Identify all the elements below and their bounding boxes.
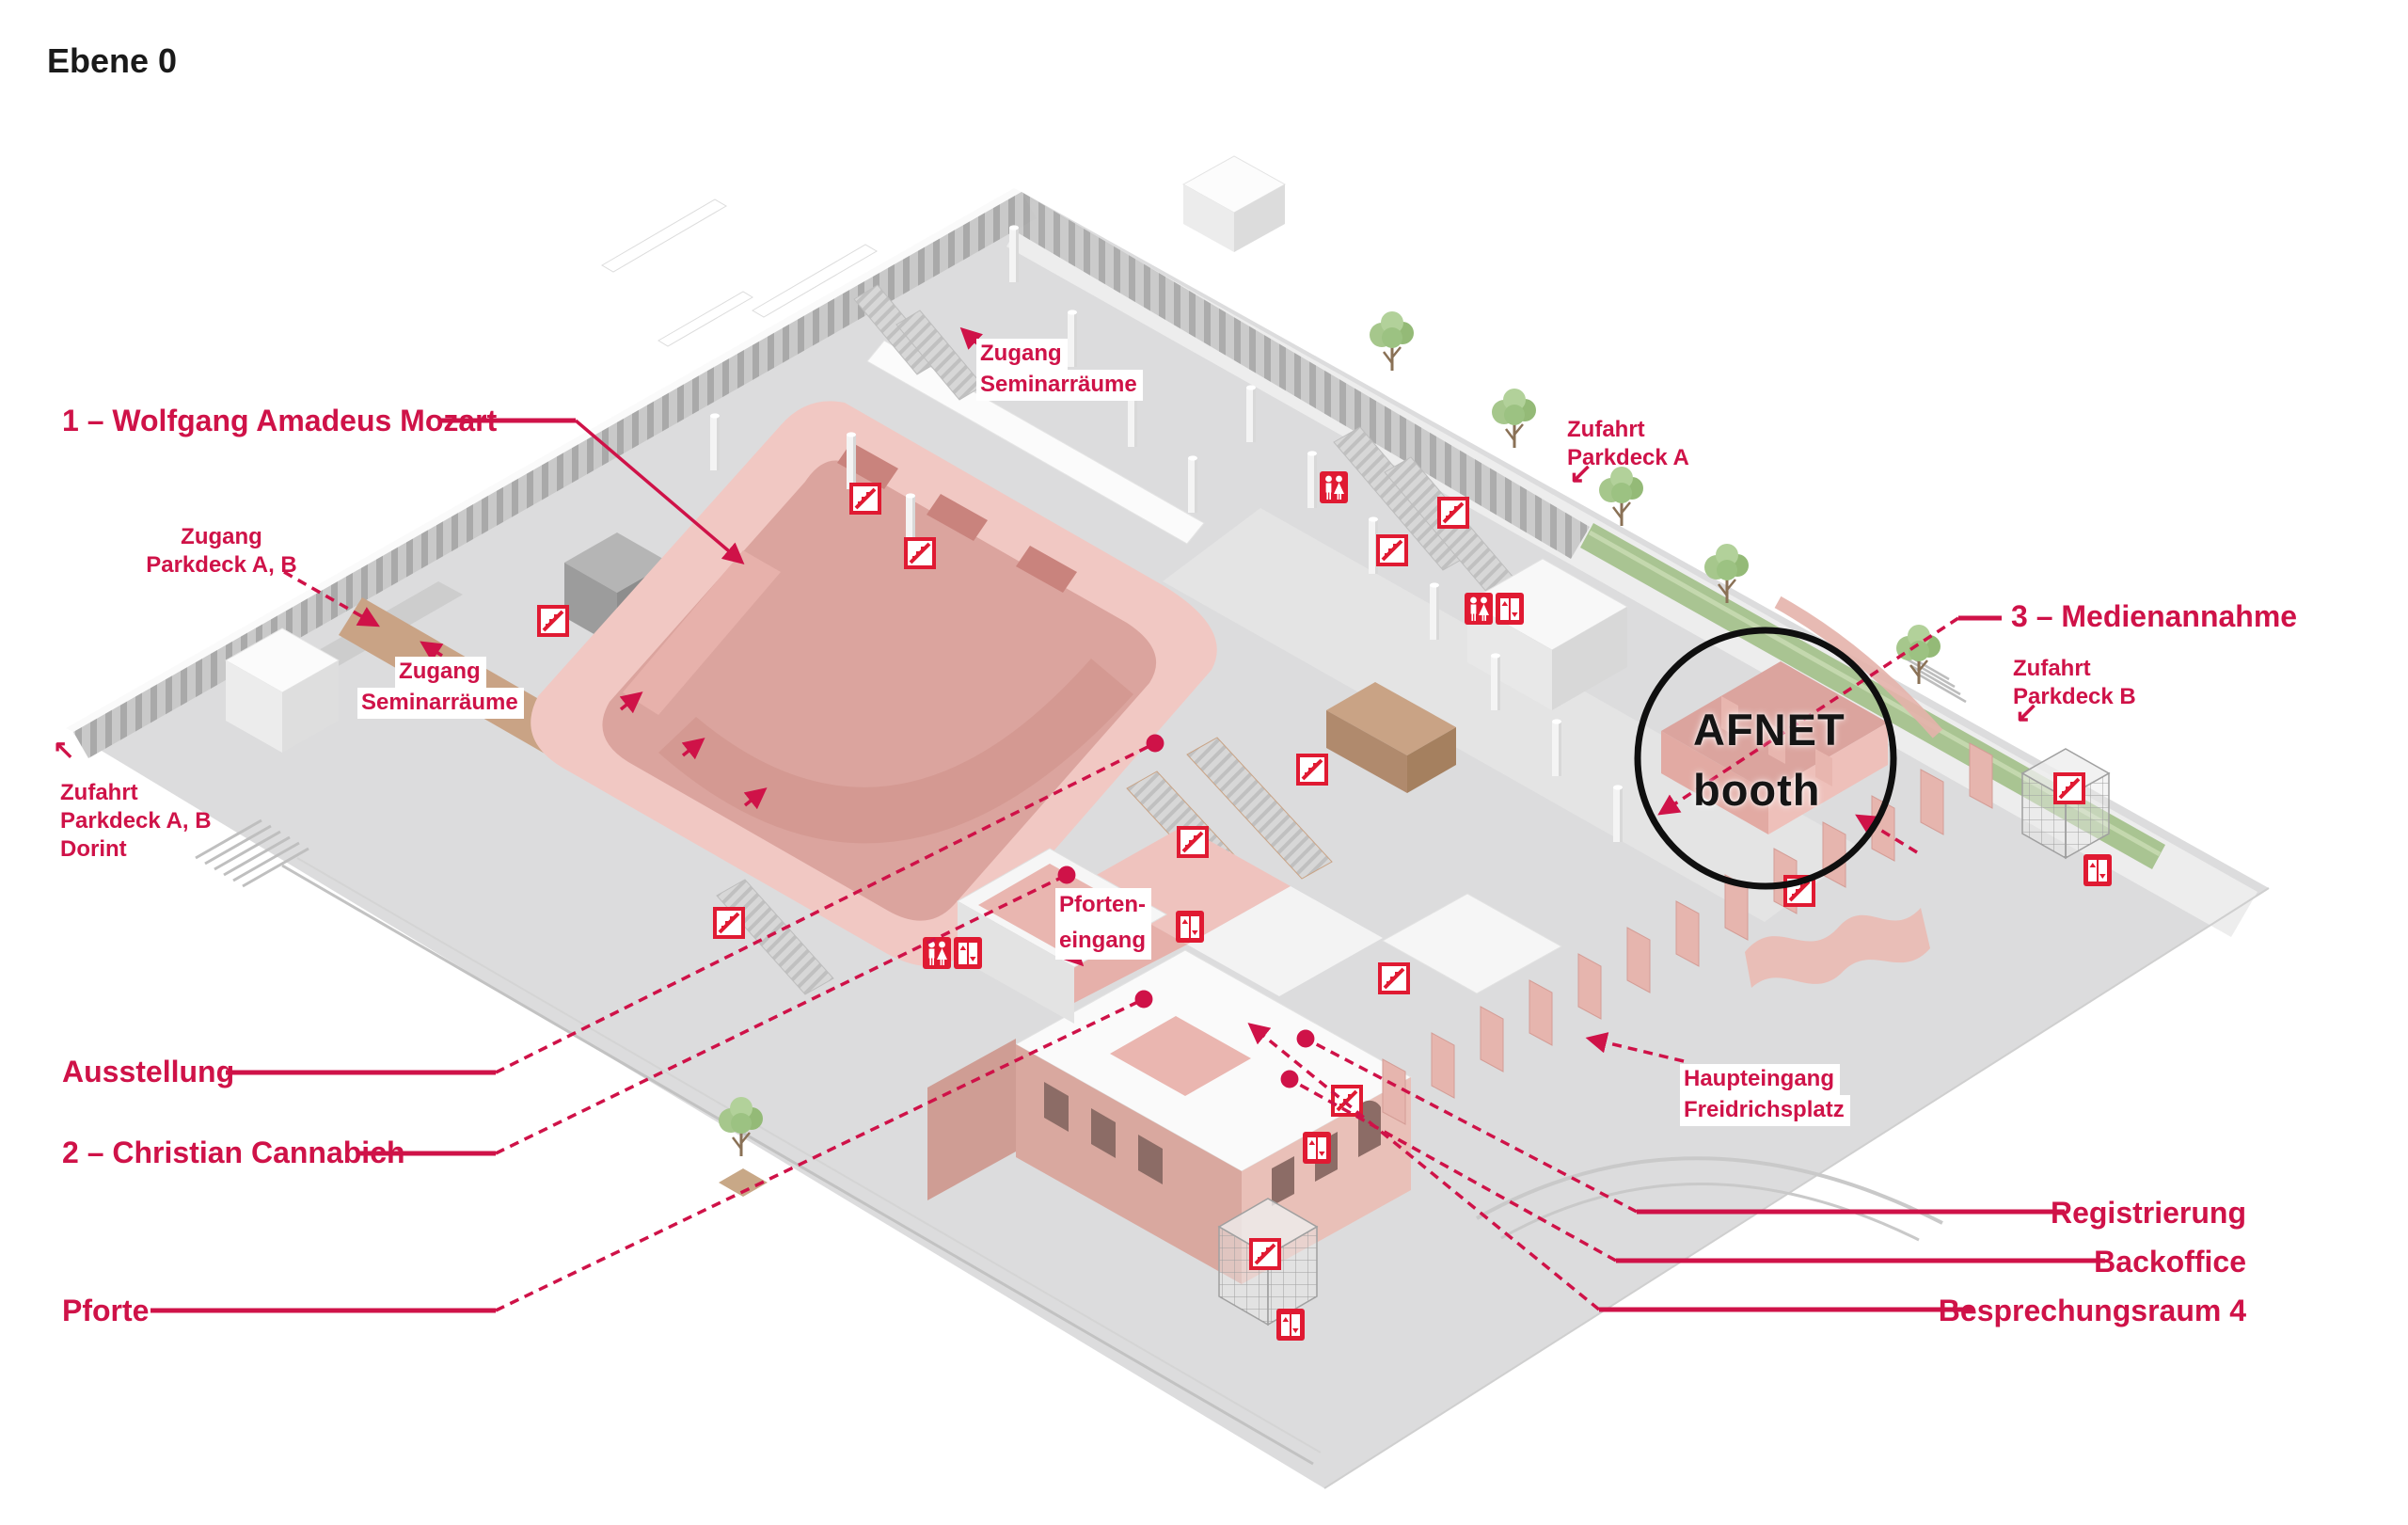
tree [1597, 466, 1645, 528]
trees [717, 310, 1942, 1197]
escalators [716, 284, 1521, 995]
label-zufahrt-parkdeck-a: Zufahrt Parkdeck A [1567, 417, 1689, 470]
afnet-annotation-circle [1634, 627, 1897, 890]
page-title: Ebene 0 [47, 41, 178, 80]
tree [1368, 310, 1416, 373]
direction-arrows [619, 691, 768, 810]
leader-ausstellung [226, 734, 1164, 1075]
label-hall-medienannahme: 3 – Medienannahme [2011, 599, 2298, 633]
leader-besprechungsraum4 [1247, 1023, 1973, 1312]
leader-zugang-seminarraeume-left [420, 641, 444, 662]
label-pforte: Pforte [62, 1294, 150, 1327]
label-haupteingang: Haupteingang Freidrichsplatz [1680, 1064, 1850, 1126]
label-pforteneingang: Pforten- eingang [1055, 888, 1152, 960]
stage-block [1326, 682, 1456, 793]
label-hall-mozart: 1 – Wolfgang Amadeus Mozart [62, 404, 498, 437]
fence-south-west [281, 857, 1322, 1466]
label-registrierung: Registrierung [2050, 1196, 2246, 1230]
label-zufahrt-dorint: Zufahrt Parkdeck A, B Dorint [60, 780, 212, 862]
leader-mozart [440, 418, 745, 564]
label-zugang-seminarraeume-top: Zugang Seminarräume [976, 339, 1143, 401]
leader-backoffice [1280, 1070, 2105, 1263]
mozart-hall [339, 401, 1217, 967]
parkdeck-edge-wall [1003, 192, 1590, 559]
service-box [1465, 558, 1629, 710]
leader-cannabich [357, 866, 1076, 1156]
label-zugang-parkdeck-ab: Zugang Parkdeck A, B [146, 524, 297, 578]
label-besprechungsraum4: Besprechungsraum 4 [1938, 1294, 2246, 1327]
seminar-partition-walls [601, 199, 1205, 545]
tree-planter [719, 1168, 768, 1197]
leader-medienannahme-entrance [1855, 814, 1918, 854]
rooftop-box [1181, 155, 1287, 252]
afnet-annotation-text: AFNET booth [1693, 705, 1846, 815]
tree [1490, 388, 1538, 450]
zufahrt-dorint-arrow-icon: ↖ [53, 735, 75, 764]
west-entrance-wall [224, 581, 463, 753]
medienannahme-room [1661, 661, 1888, 834]
label-backoffice: Backoffice [2094, 1245, 2246, 1279]
label-hall-cannabich: 2 – Christian Cannabich [62, 1136, 405, 1169]
north-west-wall [66, 188, 1037, 758]
label-zufahrt-parkdeck-b: Zufahrt Parkdeck B [2013, 656, 2136, 709]
leader-lines [150, 326, 2105, 1313]
leader-medienannahme [1657, 615, 2002, 816]
label-ausstellung: Ausstellung [62, 1055, 235, 1088]
stairs-west [195, 818, 309, 888]
leader-pforte [150, 990, 1153, 1313]
label-zugang-seminarraeume-left: Zugang Seminarräume [357, 657, 524, 719]
leader-registrierung [1296, 1029, 2065, 1215]
pforte-building [927, 826, 1563, 1284]
leader-haupteingang [1585, 1032, 1685, 1063]
zufahrt-a-arrow-icon: ↙ [1569, 458, 1593, 489]
zufahrt-b-arrow-icon: ↙ [2015, 697, 2039, 728]
leader-zugang-parkdeck-ab [283, 570, 380, 627]
